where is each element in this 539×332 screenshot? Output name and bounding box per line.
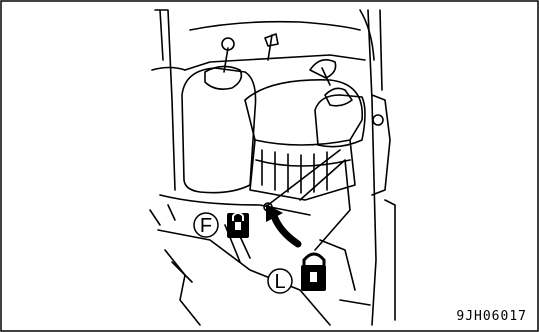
- left-pillar-inner: [160, 10, 163, 60]
- pedal-left: [165, 250, 200, 325]
- center-lever: [268, 35, 272, 60]
- left-sill: [152, 68, 185, 71]
- bracket-bolt: [373, 115, 383, 125]
- right-pillar-edge: [380, 10, 382, 90]
- figure-code: 9JH06017: [456, 309, 527, 324]
- lever-bracket: [300, 160, 350, 250]
- lock-position-letter: L: [274, 271, 285, 293]
- left-lever-shaft: [224, 48, 228, 72]
- right-pillar: [368, 10, 376, 325]
- seat-base: [250, 140, 355, 200]
- left-console: [182, 68, 256, 193]
- right-console: [315, 95, 365, 147]
- lock-icon: [227, 213, 249, 238]
- seat-base-seam: [256, 160, 350, 166]
- left-pillar: [155, 10, 175, 190]
- lock-position-marker: L: [268, 269, 292, 293]
- floor-clips: [150, 205, 175, 225]
- free-position-letter: F: [200, 215, 212, 237]
- right-floor-trim: [340, 300, 370, 305]
- free-position-marker: F: [194, 213, 218, 237]
- rear-window-line: [190, 22, 360, 30]
- pedal-detail: [172, 262, 192, 282]
- seat-suspension-bellows: [262, 150, 327, 193]
- floor-edge-upper: [160, 195, 310, 215]
- right-wall: [385, 200, 395, 320]
- lock-icon: [301, 254, 326, 291]
- right-pillar-curve: [360, 10, 374, 60]
